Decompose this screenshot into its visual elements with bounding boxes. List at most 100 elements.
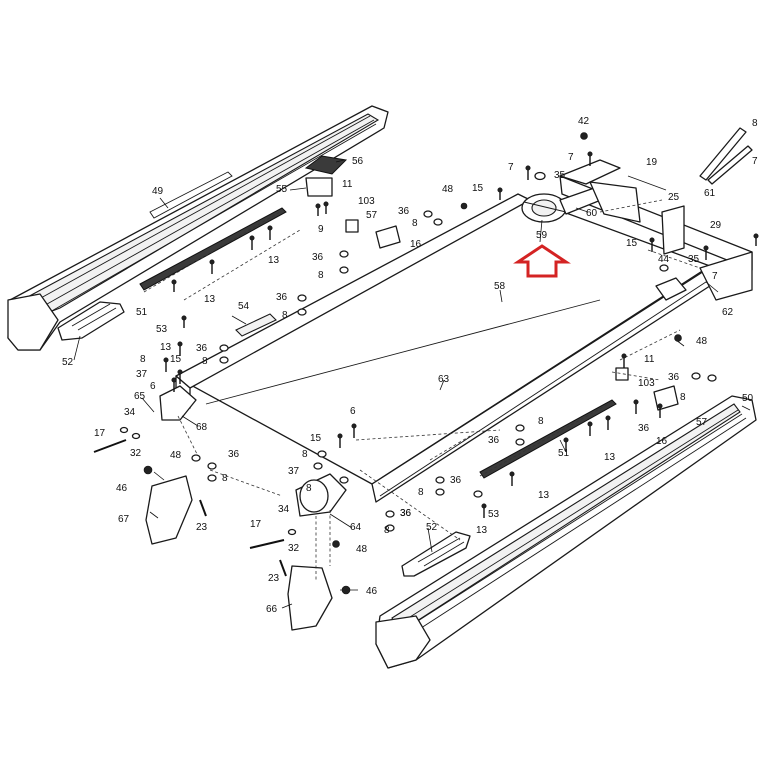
callout-58: 58: [494, 281, 506, 292]
screw-icon: [753, 233, 759, 246]
callout-61: 61: [704, 188, 716, 199]
callout-103: 103: [638, 378, 655, 389]
screw-icon: [703, 245, 709, 260]
callout-7: 7: [752, 156, 758, 167]
callout-8: 8: [412, 218, 418, 229]
nut-icon: [332, 540, 340, 548]
screw-icon: [649, 237, 655, 252]
callout-13: 13: [268, 255, 280, 266]
washer-icon: [433, 218, 443, 226]
screw-icon: [171, 279, 177, 292]
rear-end-cap-right: [287, 565, 333, 631]
callout-8: 8: [282, 310, 288, 321]
screw-icon: [587, 421, 593, 436]
callout-6: 6: [150, 381, 156, 392]
callout-labels: 49 56 55 11 103 57 9 36 8 16 48 15 7 35 …: [62, 116, 758, 615]
callout-68: 68: [196, 422, 208, 433]
screw-icon: [481, 503, 487, 518]
callout-16: 16: [410, 239, 422, 250]
callout-7: 7: [508, 162, 514, 173]
screw-icon: [163, 357, 169, 372]
callout-51: 51: [558, 448, 570, 459]
callout-46: 46: [116, 483, 128, 494]
screw-icon: [315, 203, 321, 216]
decal-strip: [235, 313, 277, 337]
screw-icon: [497, 187, 503, 200]
washer-icon: [385, 510, 395, 518]
callout-32: 32: [130, 448, 142, 459]
callout-57: 57: [696, 417, 708, 428]
washer-icon: [313, 462, 323, 470]
callout-34: 34: [124, 407, 136, 418]
screw-icon: [633, 399, 639, 414]
screw-icon: [621, 353, 627, 368]
callout-48: 48: [696, 336, 708, 347]
callout-23: 23: [268, 573, 280, 584]
highlight-arrow-icon: [513, 244, 571, 278]
screw-icon: [509, 471, 515, 486]
callout-49: 49: [152, 186, 164, 197]
treadmill-frame: [159, 159, 753, 517]
screw-icon: [587, 151, 593, 166]
callout-8: 8: [680, 392, 686, 403]
callout-54: 54: [238, 301, 250, 312]
washer-icon: [317, 450, 327, 458]
left-rail-strip: [139, 207, 287, 291]
screw-icon: [605, 415, 611, 430]
callout-17: 17: [250, 519, 262, 530]
callout-36: 36: [276, 292, 288, 303]
bolt-icon: [249, 539, 285, 549]
callout-57: 57: [366, 210, 378, 221]
callout-11: 11: [644, 354, 655, 365]
callout-8: 8: [418, 487, 424, 498]
callout-36: 36: [400, 508, 412, 519]
callout-34: 34: [278, 504, 290, 515]
callout-48: 48: [170, 450, 182, 461]
callout-44: 44: [658, 254, 670, 265]
belt-edge: [205, 299, 601, 405]
callout-8: 8: [384, 525, 390, 536]
washer-icon: [691, 372, 701, 380]
screw-icon: [181, 315, 187, 328]
washer-icon: [435, 476, 445, 484]
callout-51: 51: [136, 307, 148, 318]
bolt-icon: [279, 559, 287, 577]
callout-11: 11: [342, 179, 353, 190]
nut-icon: [580, 132, 588, 140]
callout-35: 35: [688, 254, 700, 265]
callout-15: 15: [626, 238, 638, 249]
washer-icon: [297, 294, 307, 302]
right-clamp: [655, 277, 687, 301]
screw-icon: [249, 235, 255, 250]
screw-icon: [171, 377, 177, 392]
screw-icon: [267, 225, 273, 240]
callout-46: 46: [366, 586, 378, 597]
washer-icon: [435, 488, 445, 496]
top-bracket: [304, 155, 348, 197]
right-rail-strip: [479, 399, 617, 479]
washer-icon: [423, 210, 433, 218]
screw-icon: [177, 341, 183, 356]
callout-53: 53: [488, 509, 500, 520]
callout-65: 65: [134, 391, 146, 402]
washer-icon: [339, 476, 349, 484]
callout-36: 36: [638, 423, 650, 434]
callout-7: 7: [568, 152, 574, 163]
callout-19: 19: [646, 157, 658, 168]
bolt-icon: [93, 439, 127, 453]
callout-37: 37: [288, 466, 300, 477]
washer-icon: [297, 308, 307, 316]
callout-52: 52: [62, 357, 74, 368]
callout-8: 8: [302, 449, 308, 460]
callout-25: 25: [668, 192, 680, 203]
callout-36: 36: [312, 252, 324, 263]
callout-64: 64: [350, 522, 362, 533]
callout-29: 29: [710, 220, 722, 231]
linkage-rods: [699, 127, 753, 185]
callout-60: 60: [586, 208, 598, 219]
callout-63: 63: [438, 374, 450, 385]
screw-icon: [657, 403, 663, 418]
callout-42: 42: [578, 116, 590, 127]
screw-icon: [177, 369, 183, 384]
callout-36: 36: [228, 449, 240, 460]
